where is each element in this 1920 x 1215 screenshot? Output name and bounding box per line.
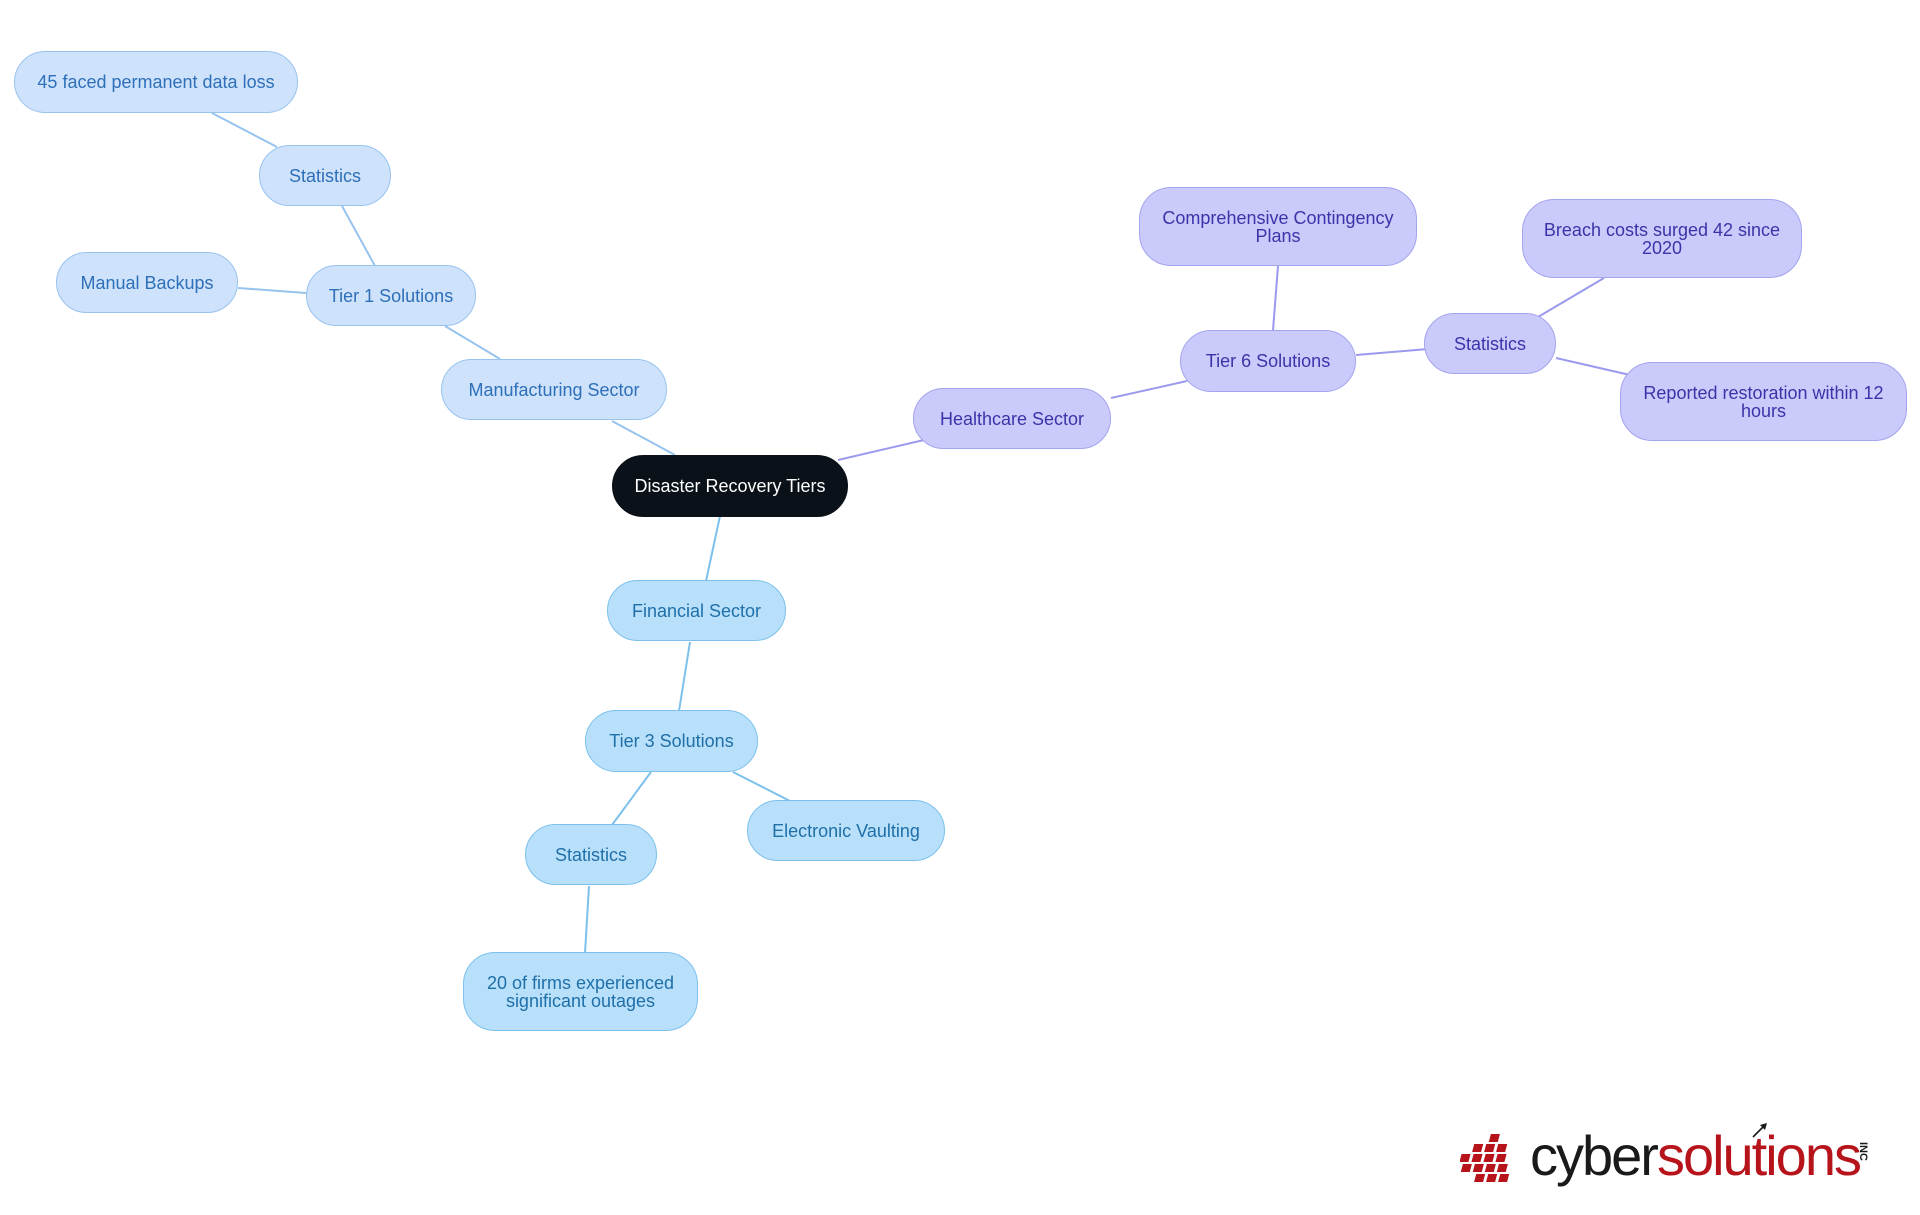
edge-statistics-breach <box>1537 277 1605 318</box>
restoration-line1: Reported restoration within 12 <box>1643 382 1884 403</box>
healthcare-statistics-node[interactable]: Statistics <box>1424 313 1556 374</box>
restoration-text: Reported restoration within 12 hours <box>1643 384 1883 420</box>
financial-statistics-label: Statistics <box>554 844 628 865</box>
financial-sector-node[interactable]: Financial Sector <box>607 580 786 641</box>
edge-statistics-restore <box>1555 357 1631 376</box>
logo-solutions-text: solutions <box>1656 1124 1862 1187</box>
healthcare-sector-node[interactable]: Healthcare Sector <box>913 388 1111 449</box>
electronic-vaulting-label: Electronic Vaulting <box>772 820 920 841</box>
data-loss-fact-node[interactable]: 45 faced permanent data loss <box>14 51 298 113</box>
data-loss-fact-label: 45 faced permanent data loss <box>37 72 275 92</box>
financial-statistics-node[interactable]: Statistics <box>525 824 657 885</box>
edge-tier1-statistics <box>341 205 376 267</box>
edge-root-financial <box>705 515 721 582</box>
breach-costs-line1: Breach costs surged 42 since <box>1543 219 1781 240</box>
edge-tier3-statistics <box>611 771 652 826</box>
outages-fact-node[interactable]: 20 of firms experienced significant outa… <box>463 952 698 1031</box>
edge-statistics-fact <box>211 112 278 148</box>
edge-root-manufacturing <box>611 420 676 456</box>
tier6-solutions-node[interactable]: Tier 6 Solutions <box>1180 330 1356 392</box>
breach-costs-text: Breach costs surged 42 since 2020 <box>1544 221 1780 257</box>
tier1-solutions-node[interactable]: Tier 1 Solutions <box>306 265 476 326</box>
logo-cyber-text: cyber <box>1530 1124 1659 1187</box>
outages-fact-line1: 20 of firms experienced <box>486 972 675 993</box>
electronic-vaulting-node[interactable]: Electronic Vaulting <box>747 800 945 861</box>
healthcare-statistics-label: Statistics <box>1453 333 1527 354</box>
manual-backups-label: Manual Backups <box>80 272 214 293</box>
logo-mark-icon <box>1460 1134 1510 1182</box>
edge-manufacturing-tier1 <box>444 325 501 360</box>
edge-healthcare-tier6 <box>1110 380 1188 399</box>
cybersolutions-logo: cybersolutions INC <box>1460 1120 1880 1200</box>
manufacturing-statistics-node[interactable]: Statistics <box>259 145 391 206</box>
manufacturing-statistics-label: Statistics <box>288 165 362 186</box>
outages-fact-line2: significant outages <box>505 990 656 1011</box>
contingency-plans-text: Comprehensive Contingency Plans <box>1162 209 1393 245</box>
restoration-node[interactable]: Reported restoration within 12 hours <box>1620 362 1907 441</box>
edge-root-healthcare <box>837 439 925 461</box>
manufacturing-sector-label: Manufacturing Sector <box>468 379 640 400</box>
tier3-solutions-node[interactable]: Tier 3 Solutions <box>585 710 758 772</box>
tier1-solutions-label: Tier 1 Solutions <box>328 285 454 306</box>
tier3-solutions-label: Tier 3 Solutions <box>609 731 734 751</box>
restoration-line2: hours <box>1740 400 1786 421</box>
root-label: Disaster Recovery Tiers <box>634 476 826 496</box>
tier6-solutions-label: Tier 6 Solutions <box>1205 351 1331 371</box>
root-node[interactable]: Disaster Recovery Tiers <box>612 455 848 517</box>
contingency-plans-node[interactable]: Comprehensive Contingency Plans <box>1139 187 1417 266</box>
edge-statistics-fact-fin <box>584 885 590 954</box>
outages-fact-text: 20 of firms experienced significant outa… <box>487 974 674 1010</box>
contingency-plans-line1: Comprehensive Contingency <box>1162 207 1394 228</box>
edge-tier1-manual <box>237 287 307 294</box>
logo-arrow-icon <box>1752 1123 1767 1138</box>
financial-sector-label: Financial Sector <box>631 600 762 621</box>
breach-costs-line2: 2020 <box>1641 237 1683 258</box>
edge-tier6-plans <box>1272 265 1279 331</box>
healthcare-sector-label: Healthcare Sector <box>939 408 1085 429</box>
contingency-plans-line2: Plans <box>1255 225 1301 246</box>
edge-financial-tier3 <box>678 641 691 712</box>
edge-tier6-statistics <box>1355 348 1429 356</box>
logo-inc-text: INC <box>1857 1142 1869 1161</box>
manual-backups-node[interactable]: Manual Backups <box>56 252 238 313</box>
logo-wordmark: cybersolutions <box>1530 1124 1862 1187</box>
breach-costs-node[interactable]: Breach costs surged 42 since 2020 <box>1522 199 1802 278</box>
edge-tier3-vaulting <box>732 771 791 802</box>
manufacturing-sector-node[interactable]: Manufacturing Sector <box>441 359 667 420</box>
